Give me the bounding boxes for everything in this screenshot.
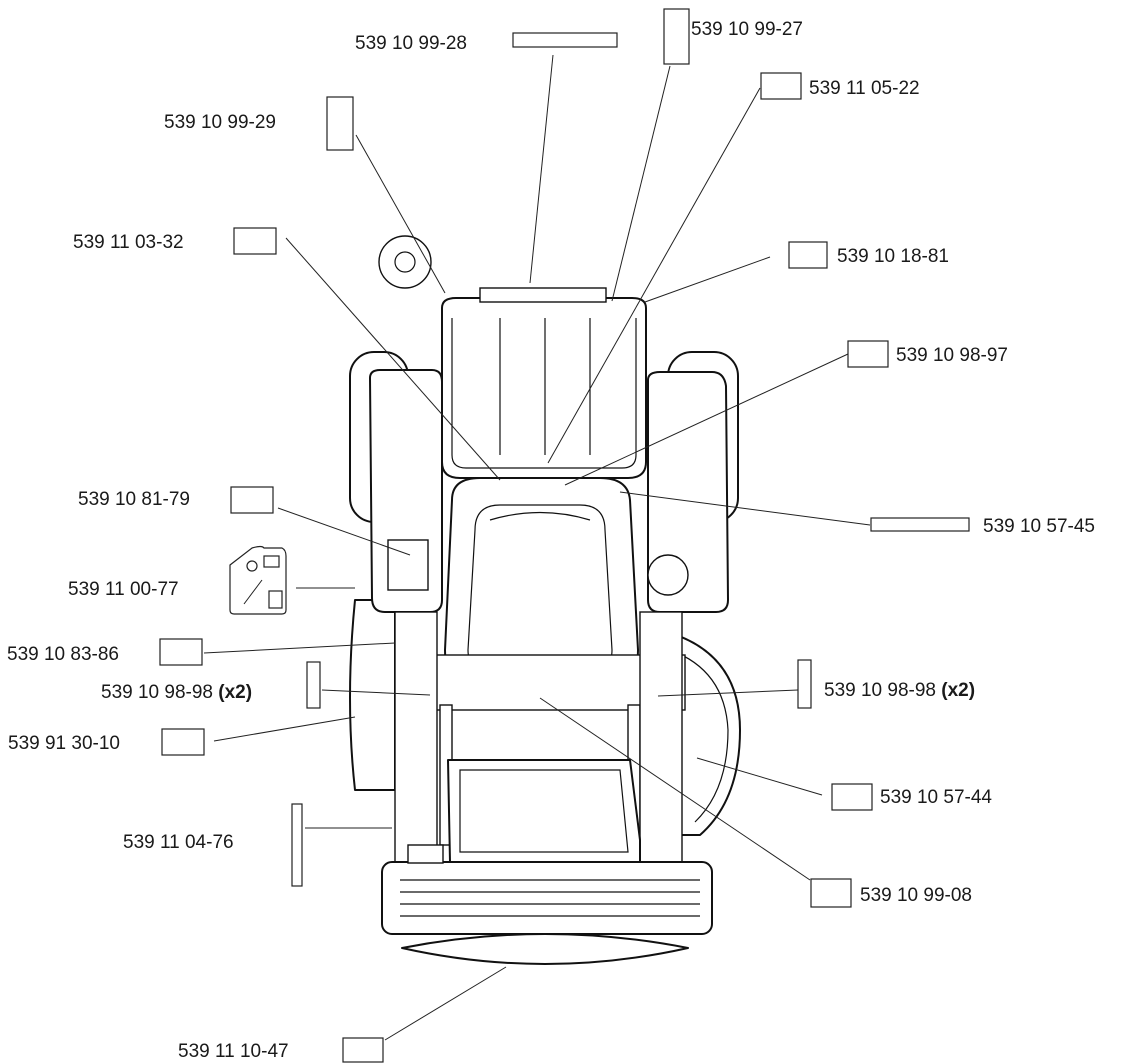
decal-box-539-10-57-45 — [870, 517, 970, 532]
decal-box-539-10-99-27 — [663, 8, 690, 65]
label-539-10-99-08: 539 10 99-08 — [860, 885, 972, 906]
decal-box-539-10-83-86 — [159, 638, 203, 666]
label-539-10-57-44: 539 10 57-44 — [880, 787, 992, 808]
label-539-10-81-79: 539 10 81-79 — [78, 489, 190, 510]
part-labels: 539 10 99-28 539 10 99-27 539 11 05-22 5… — [7, 19, 1095, 1062]
label-539-10-98-97: 539 10 98-97 — [896, 345, 1008, 366]
decal-box-539-10-18-81 — [788, 241, 828, 269]
label-539-11-05-22: 539 11 05-22 — [809, 78, 920, 99]
mower-drawing — [349, 235, 741, 965]
decal-box-539-10-99-08 — [810, 878, 852, 908]
label-539-11-10-47: 539 11 10-47 — [178, 1041, 289, 1062]
label-539-10-83-86: 539 10 83-86 — [7, 644, 119, 665]
decal-box-539-11-10-47 — [342, 1037, 384, 1063]
label-539-11-04-76: 539 11 04-76 — [123, 832, 234, 853]
decal-box-539-10-57-44 — [831, 783, 873, 811]
label-539-10-99-29: 539 10 99-29 — [164, 112, 276, 133]
label-539-10-98-98-right: 539 10 98-98 (x2) — [824, 680, 975, 701]
decal-box-539-11-00-77 — [229, 545, 287, 615]
label-539-10-99-28: 539 10 99-28 — [355, 33, 467, 54]
decal-box-539-10-99-28 — [512, 32, 618, 48]
leader-lines — [203, 54, 871, 1041]
decal-box-539-10-98-97 — [847, 340, 889, 368]
decal-box-539-10-98-98-right — [797, 659, 812, 709]
decal-box-539-10-81-79 — [230, 486, 274, 514]
label-539-11-03-32: 539 11 03-32 — [73, 232, 184, 253]
label-539-91-30-10: 539 91 30-10 — [8, 733, 120, 754]
decal-box-539-10-99-29 — [326, 96, 354, 151]
label-539-10-98-98-left: 539 10 98-98 (x2) — [101, 682, 252, 703]
decal-box-539-11-03-32 — [233, 227, 277, 255]
decal-box-539-11-04-76 — [291, 803, 303, 887]
decal-box-539-10-98-98-left — [306, 661, 321, 709]
label-539-10-57-45: 539 10 57-45 — [983, 516, 1095, 537]
label-539-11-00-77: 539 11 00-77 — [68, 579, 179, 600]
label-539-10-18-81: 539 10 18-81 — [837, 246, 949, 267]
decal-box-539-91-30-10 — [161, 728, 205, 756]
decal-boxes — [159, 8, 970, 1063]
label-539-10-99-27: 539 10 99-27 — [691, 19, 803, 40]
decal-box-539-11-05-22 — [760, 72, 802, 100]
